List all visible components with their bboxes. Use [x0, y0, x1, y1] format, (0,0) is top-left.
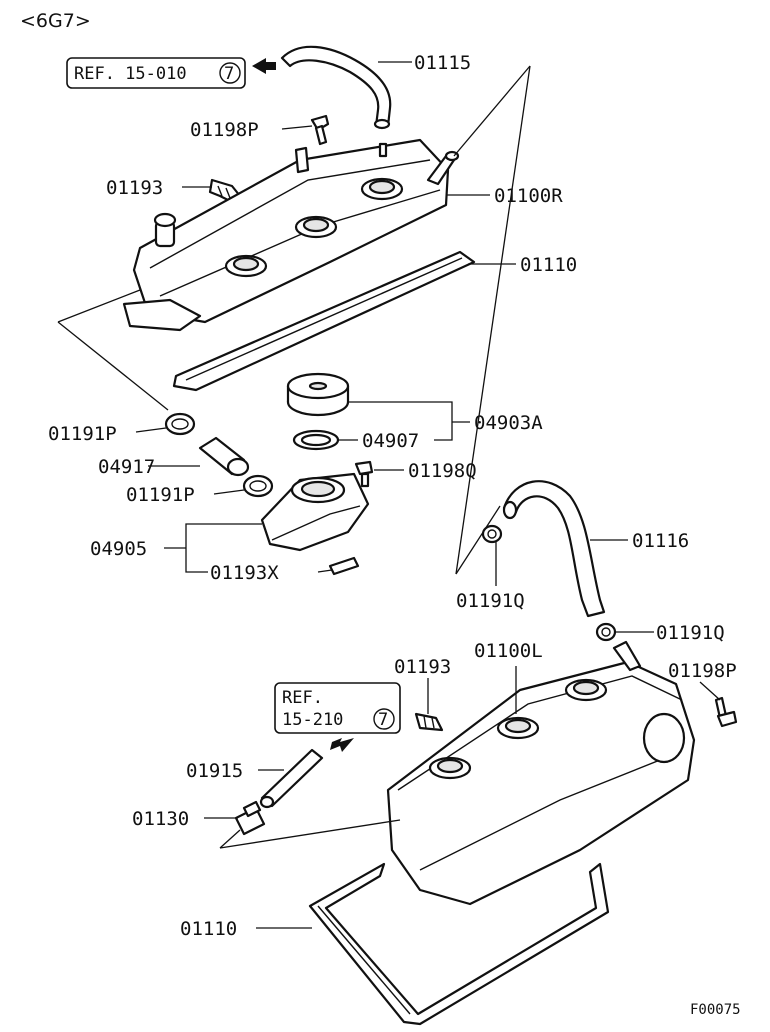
label-01193-bottom[interactable]: 01193: [394, 656, 451, 678]
clip-01193-bottom[interactable]: [414, 712, 444, 732]
label-01100R[interactable]: 01100R: [494, 185, 563, 207]
label-01130[interactable]: 01130: [132, 808, 189, 830]
label-01193-top[interactable]: 01193: [106, 177, 163, 199]
hose-clamp-01191P-2[interactable]: [242, 474, 274, 498]
ref-top-text: REF. 15-010: [74, 64, 187, 84]
oil-filler-cap[interactable]: [286, 372, 350, 417]
pcv-valve-01130[interactable]: [234, 800, 266, 836]
label-01193X[interactable]: 01193X: [210, 562, 279, 584]
label-01198P-bottom[interactable]: 01198P: [668, 660, 737, 682]
ref-bottom-line2: 15-210: [282, 710, 343, 730]
rocker-cover-right[interactable]: [122, 138, 460, 332]
hose-04917[interactable]: [198, 436, 250, 477]
label-01198P-top[interactable]: 01198P: [190, 119, 259, 141]
arrow-icon: [252, 58, 276, 74]
label-01191Q-1[interactable]: 01191Q: [456, 590, 525, 612]
hose-clamp-01191Q-2[interactable]: [595, 622, 617, 642]
leader-lines: [57, 61, 721, 929]
label-01915[interactable]: 01915: [186, 760, 243, 782]
label-01115[interactable]: 01115: [414, 52, 471, 74]
clip-01193X[interactable]: [328, 556, 360, 576]
label-01110-bottom[interactable]: 01110: [180, 918, 237, 940]
label-01116[interactable]: 01116: [632, 530, 689, 552]
engine-code-header: <6G7>: [20, 10, 91, 32]
label-01110-top[interactable]: 01110: [520, 254, 577, 276]
hose-01115[interactable]: [280, 45, 392, 130]
ref-box-top[interactable]: REF. 15-010 7: [66, 57, 246, 89]
arrow-icon: [330, 738, 354, 752]
filler-neck-04905[interactable]: [260, 472, 370, 552]
figure-code: F00075: [690, 1002, 741, 1018]
ref-bottom-circled: 7: [378, 710, 388, 730]
label-01198Q[interactable]: 01198Q: [408, 460, 477, 482]
rocker-cover-left[interactable]: [386, 640, 696, 906]
label-04907[interactable]: 04907: [362, 430, 419, 452]
part-labels: 01115 01198P 01193 01100R 01110 04903A 0…: [48, 52, 737, 940]
hose-01116[interactable]: [502, 480, 606, 618]
ref-top-circled: 7: [224, 64, 234, 84]
hose-clamp-01191Q-1[interactable]: [481, 524, 503, 544]
gasket-01110-bottom[interactable]: [308, 862, 610, 1026]
hose-clamp-01191P-1[interactable]: [164, 412, 196, 436]
ref-box-bottom[interactable]: REF. 15-210 7: [274, 682, 401, 734]
gasket-01110-top[interactable]: [172, 250, 476, 392]
ref-bottom-line1: REF.: [282, 688, 323, 708]
label-01191P-1[interactable]: 01191P: [48, 423, 117, 445]
filler-cap-gasket[interactable]: [292, 429, 340, 451]
bolt-01198Q[interactable]: [354, 460, 374, 488]
label-01191Q-2[interactable]: 01191Q: [656, 622, 725, 644]
label-04917[interactable]: 04917: [98, 456, 155, 478]
label-04905[interactable]: 04905: [90, 538, 147, 560]
bolt-01198P-bottom[interactable]: [714, 696, 738, 728]
hose-01915[interactable]: [259, 748, 324, 809]
label-01100L[interactable]: 01100L: [474, 640, 543, 662]
label-01191P-2[interactable]: 01191P: [126, 484, 195, 506]
label-04903A[interactable]: 04903A: [474, 412, 543, 434]
bolt-01198P-top[interactable]: [310, 114, 330, 146]
